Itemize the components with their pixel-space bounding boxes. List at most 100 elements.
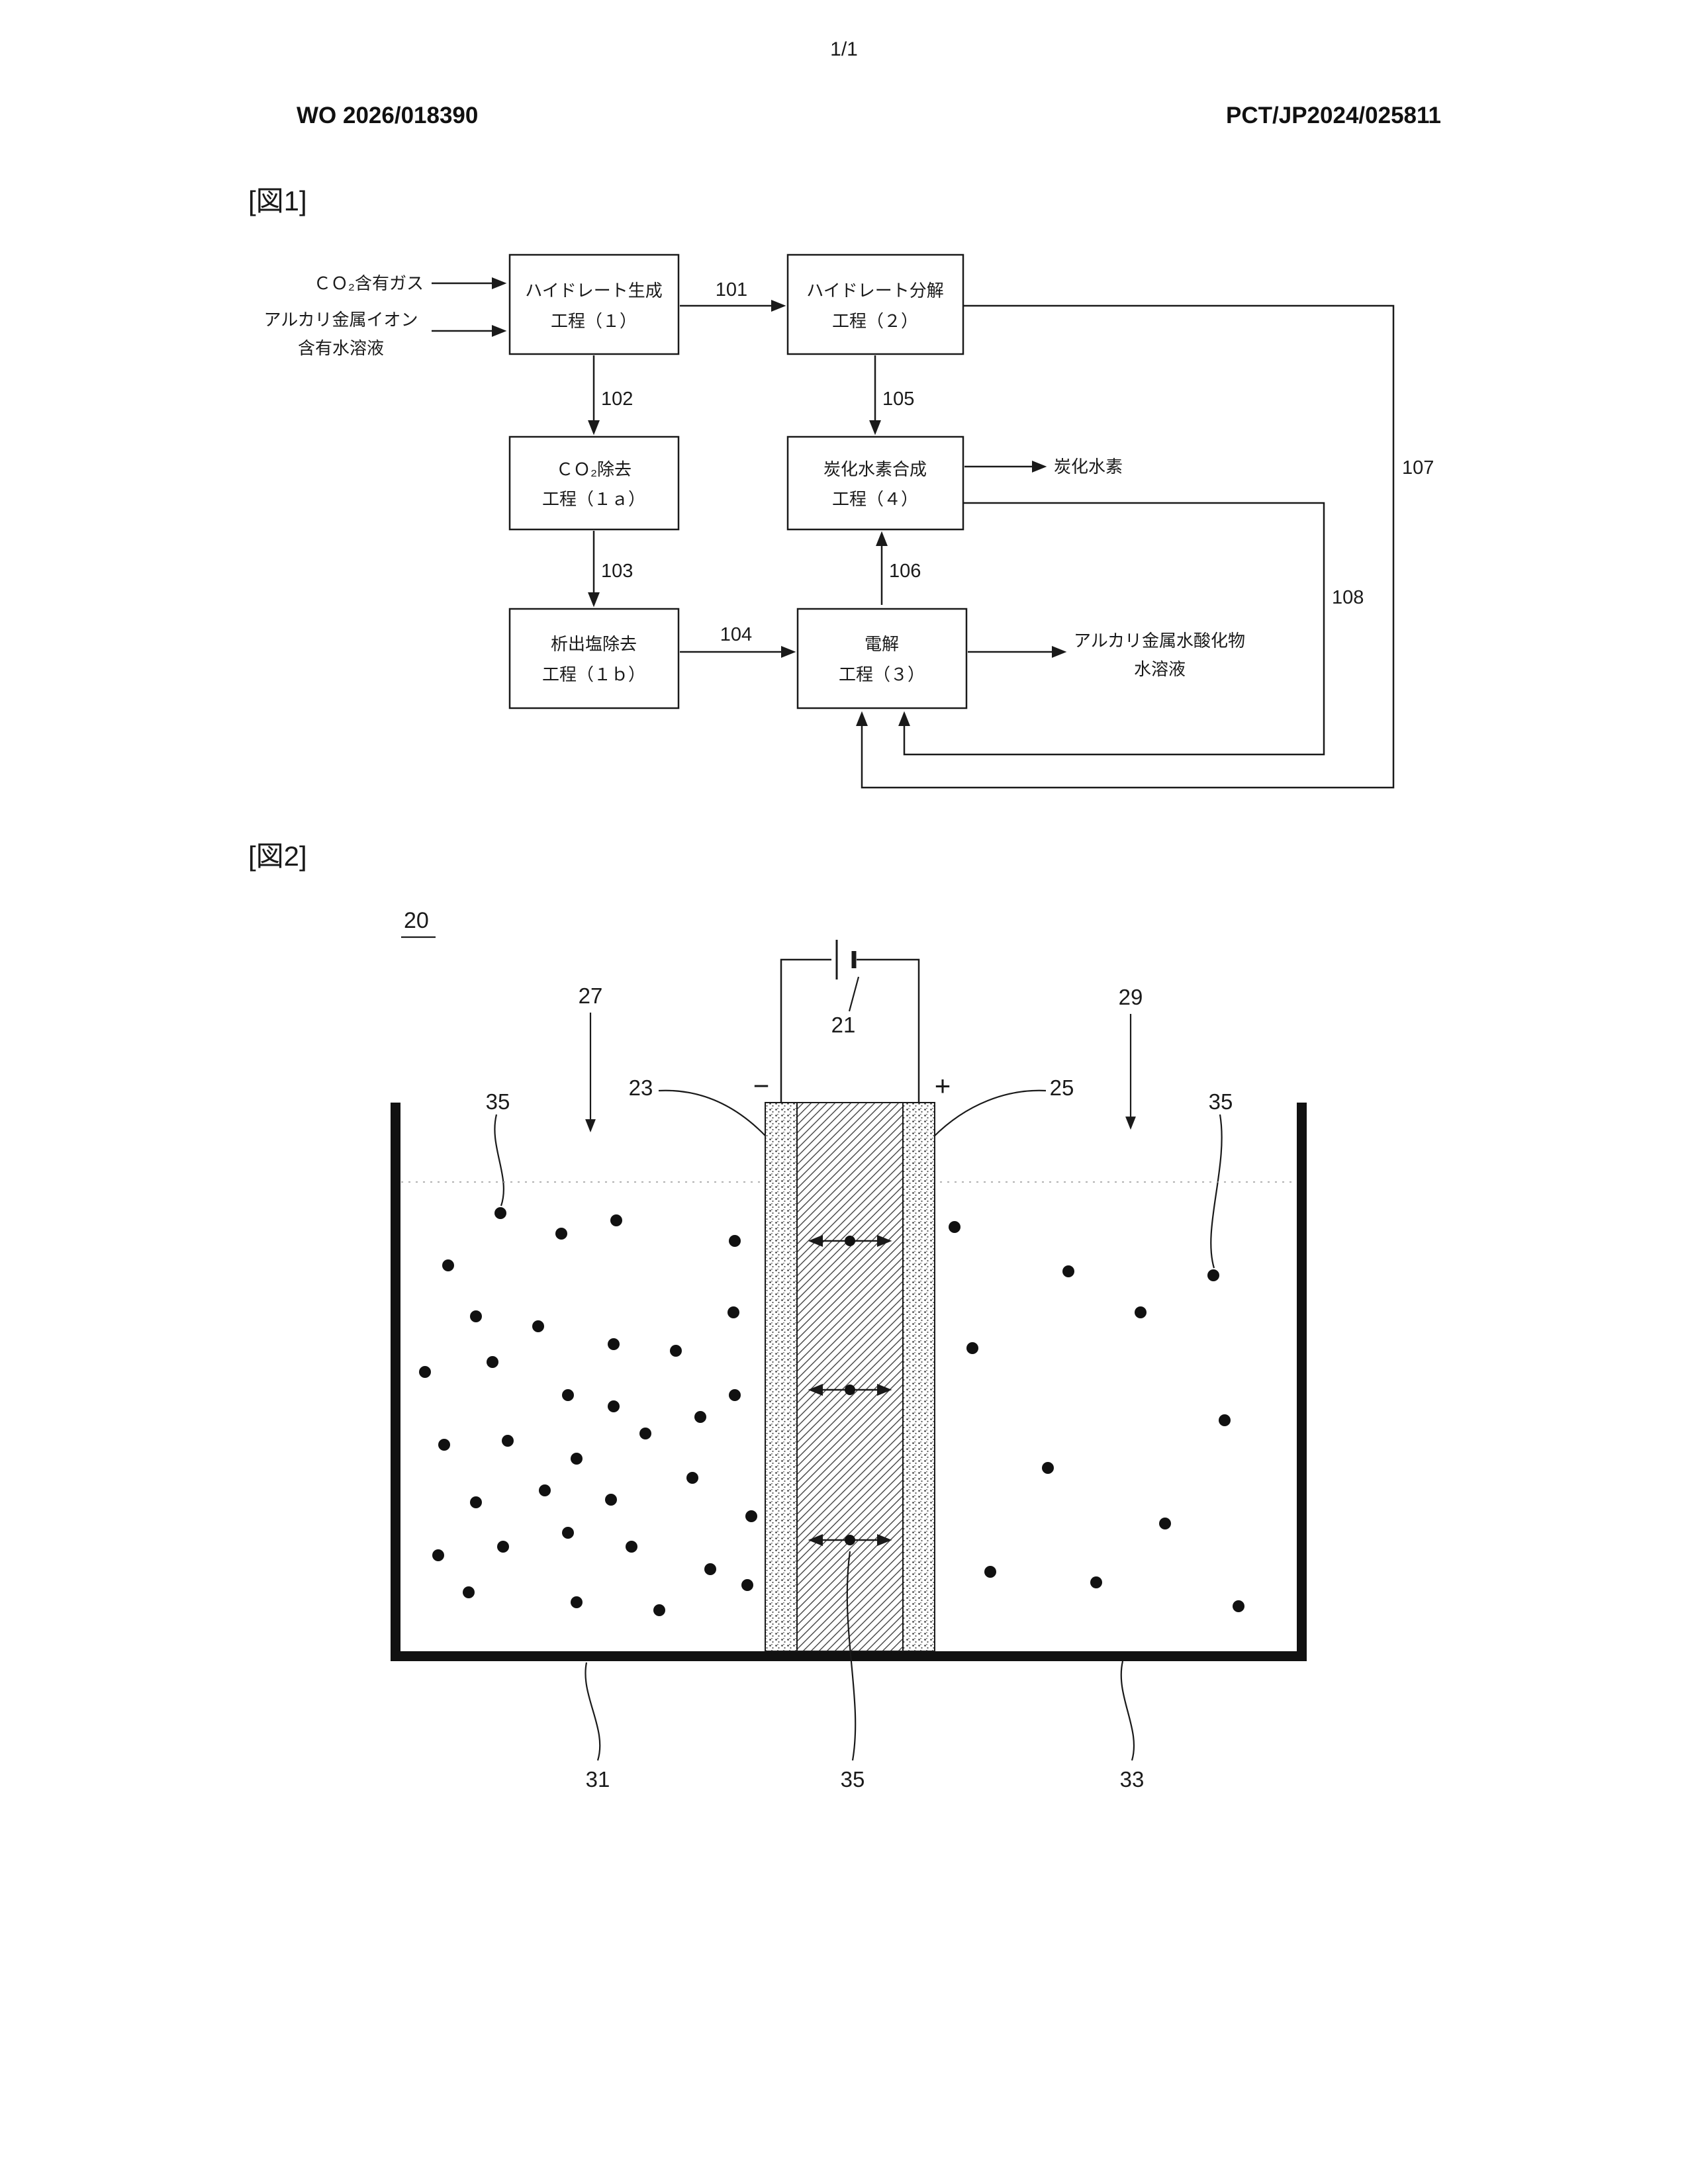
electrolyte-dot <box>729 1235 741 1247</box>
electrolyte-dot <box>608 1338 620 1350</box>
box-co2-removal-line2: 工程（１ａ） <box>542 489 645 509</box>
ref-20: 20 <box>404 908 429 933</box>
ref-27: 27 <box>579 983 603 1008</box>
electrolyte-dot <box>626 1541 637 1553</box>
electrolyte-dot <box>653 1604 665 1616</box>
electrolyte-dot <box>442 1259 454 1271</box>
electrolyte-dot <box>487 1356 498 1368</box>
electrolyte-dot <box>470 1310 482 1322</box>
ref-35-top-right: 35 <box>1209 1089 1233 1114</box>
electrolyte-dot <box>497 1541 509 1553</box>
leader-31 <box>585 1662 601 1761</box>
recycle-line-107 <box>856 304 1395 789</box>
electrolyte-dot <box>1090 1576 1102 1588</box>
electrolyte-dot <box>539 1484 551 1496</box>
electrolyte-dot <box>949 1221 961 1233</box>
cathode-minus-sign: − <box>753 1070 770 1101</box>
electrolyte-dot <box>727 1306 739 1318</box>
electrolyte-dot <box>1207 1269 1219 1281</box>
dots-right-chamber <box>949 1221 1244 1612</box>
ref-102: 102 <box>601 388 633 410</box>
electrolyte-dot <box>1219 1414 1231 1426</box>
dots-left-chamber <box>419 1207 757 1616</box>
box-hydrocarbon-synthesis <box>786 435 964 531</box>
box-electrolysis-line2: 工程（３） <box>839 664 925 684</box>
ref-108: 108 <box>1332 587 1364 608</box>
ion-dot <box>845 1236 855 1246</box>
electrolyte-dot <box>1062 1265 1074 1277</box>
figure1-flowchart: [図1] ＣＯ₂含有ガス アルカリ金属イオン 含有水溶液 ハイドレート生成 工程… <box>248 185 1434 789</box>
leader-35-top-right <box>1210 1114 1223 1269</box>
leader-25 <box>933 1089 1047 1138</box>
cathode-strip <box>765 1102 798 1652</box>
electrolyte-dot <box>984 1566 996 1578</box>
electrolyte-dot <box>571 1453 583 1465</box>
box-hydrocarbon-synthesis-line1: 炭化水素合成 <box>823 459 927 479</box>
membrane-strip <box>796 1102 904 1652</box>
output-alkali-label-line2: 水溶液 <box>1134 659 1186 679</box>
electrolyte-dot <box>608 1400 620 1412</box>
electrolyte-dot <box>694 1411 706 1423</box>
input-solution-label-line1: アルカリ金属イオン <box>264 310 418 330</box>
figure2-electrolysis-cell: [図2] 20 21 − + 23 25 27 29 35 35 <box>248 841 1307 1792</box>
electrolyte-dot <box>463 1586 475 1598</box>
input-co2-gas-label: ＣＯ₂含有ガス <box>314 273 424 293</box>
leader-33 <box>1120 1661 1135 1761</box>
page-number: 1/1 <box>830 38 858 60</box>
box-hydrate-decomposition <box>786 253 964 355</box>
electrolyte-dot <box>745 1510 757 1522</box>
electrolyte-dot <box>532 1320 544 1332</box>
ion-transfer-marks <box>808 1235 892 1546</box>
electrolyte-dot <box>686 1472 698 1484</box>
input-solution-label-line2: 含有水溶液 <box>298 338 384 358</box>
application-number: PCT/JP2024/025811 <box>1226 103 1441 128</box>
leader-23 <box>658 1089 767 1138</box>
tank-right-wall <box>1297 1103 1307 1661</box>
ref-23: 23 <box>629 1075 653 1100</box>
electrolyte-dot <box>1042 1462 1054 1474</box>
electrolyte-dot <box>729 1389 741 1401</box>
ref-29: 29 <box>1119 985 1143 1009</box>
electrolyte-dot <box>562 1527 574 1539</box>
electrolyte-dot <box>704 1563 716 1575</box>
ion-dot <box>845 1535 855 1545</box>
box-electrolysis-line1: 電解 <box>865 634 899 654</box>
box-co2-removal <box>508 435 680 531</box>
box-hydrate-formation-line2: 工程（１） <box>551 311 637 331</box>
electrolyte-dot <box>741 1579 753 1591</box>
output-hydrocarbon-label: 炭化水素 <box>1054 457 1123 477</box>
ref-107: 107 <box>1402 457 1434 478</box>
leader-35-bottom <box>846 1551 857 1761</box>
box-salt-removal-line2: 工程（１ｂ） <box>542 664 645 684</box>
ref-25: 25 <box>1050 1075 1074 1100</box>
ref-103: 103 <box>601 561 633 582</box>
ref-35-top-left: 35 <box>486 1089 510 1114</box>
electrolyte-dot <box>966 1342 978 1354</box>
anode-plus-sign: + <box>935 1070 951 1101</box>
electrolyte-dot <box>610 1214 622 1226</box>
box-co2-removal-line1: ＣＯ₂除去 <box>556 459 632 479</box>
ref-33: 33 <box>1120 1767 1145 1792</box>
box-hydrate-formation-line1: ハイドレート生成 <box>525 281 662 300</box>
electrolyte-dot <box>419 1366 431 1378</box>
tank-bottom-wall <box>391 1651 1307 1661</box>
figure1-label: [図1] <box>248 185 307 216</box>
electrolyte-dot <box>470 1496 482 1508</box>
wire-left <box>780 958 831 1103</box>
tank-left-wall <box>391 1103 400 1661</box>
ref-106: 106 <box>889 561 921 582</box>
box-hydrate-decomposition-line1: ハイドレート分解 <box>806 281 943 300</box>
ref-104: 104 <box>720 624 752 645</box>
box-hydrate-formation <box>508 253 680 355</box>
electrolyte-dot <box>432 1549 444 1561</box>
electrolyte-dot <box>562 1389 574 1401</box>
ref-101: 101 <box>716 279 747 300</box>
leader-21 <box>848 976 860 1012</box>
box-electrolysis <box>796 608 968 709</box>
electrolyte-dot <box>1135 1306 1147 1318</box>
electrolyte-dot <box>1233 1600 1244 1612</box>
ref-31: 31 <box>586 1767 610 1792</box>
output-alkali-label-line1: アルカリ金属水酸化物 <box>1074 631 1245 651</box>
